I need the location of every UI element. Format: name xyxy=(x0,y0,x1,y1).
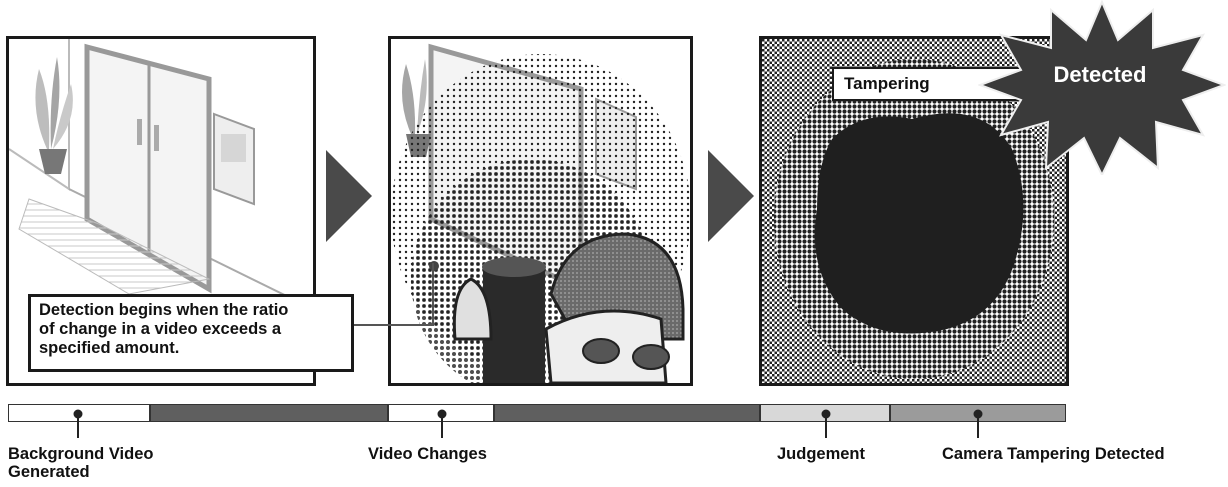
timeline-label-line: Background Video xyxy=(8,445,153,463)
callout-line-1: Detection begins when the ratio xyxy=(39,301,343,320)
next-step-arrow-icon xyxy=(708,150,756,242)
callout-leader-line xyxy=(350,255,440,335)
timeline-label-camera-tampering-detected: Camera Tampering Detected xyxy=(942,445,1165,463)
timeline-label-judgement: Judgement xyxy=(777,445,865,463)
detection-callout: Detection begins when the ratio of chang… xyxy=(28,294,354,372)
timeline-label-line: Generated xyxy=(8,463,153,481)
detected-label: Detected xyxy=(1030,62,1170,88)
timeline-label-background-video: Background Video Generated xyxy=(8,445,153,481)
callout-line-2: of change in a video exceeds a xyxy=(39,320,343,339)
callout-line-3: specified amount. xyxy=(39,339,343,358)
timeline-label-line: Judgement xyxy=(777,445,865,463)
timeline-label-video-changes: Video Changes xyxy=(368,445,487,463)
timeline-label-line: Video Changes xyxy=(368,445,487,463)
timeline-markers xyxy=(0,405,1228,441)
next-step-arrow-icon xyxy=(326,150,374,242)
timeline-label-line: Camera Tampering Detected xyxy=(942,445,1165,463)
